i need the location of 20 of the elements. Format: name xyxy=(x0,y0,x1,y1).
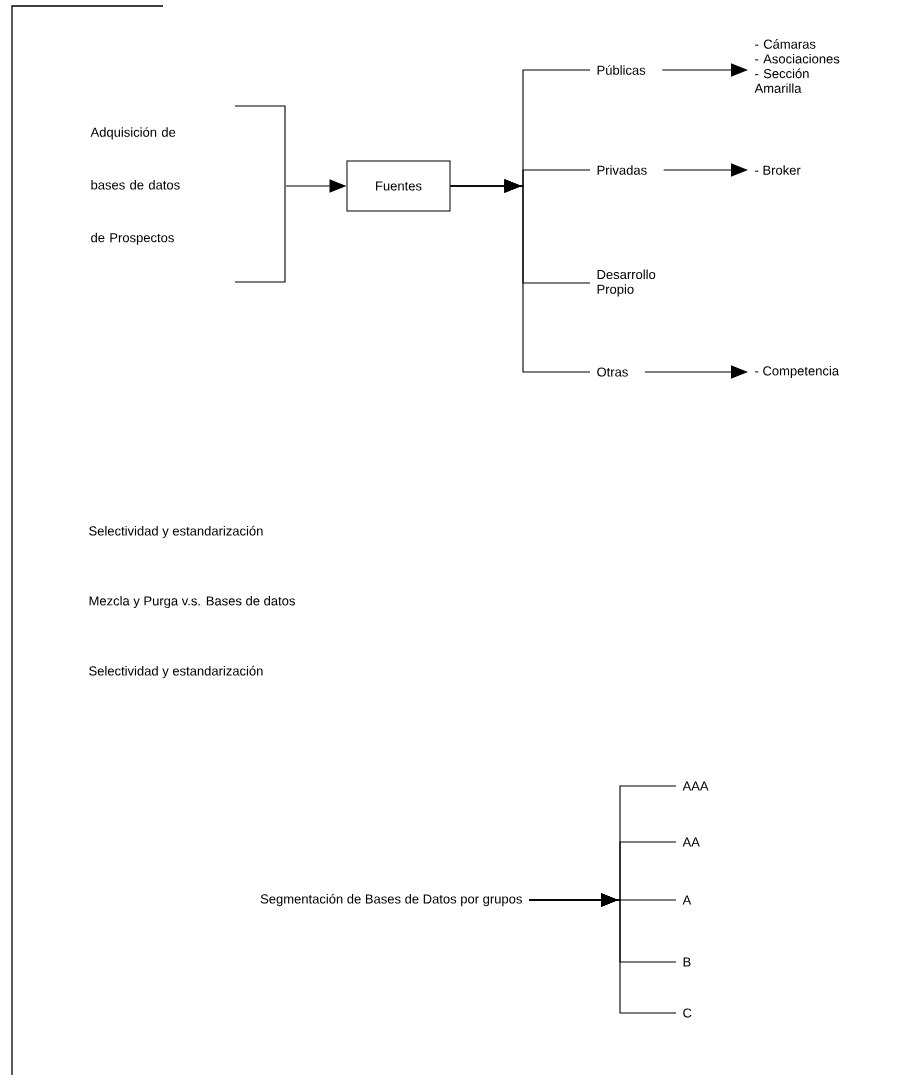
node-text: AAA xyxy=(682,781,709,791)
node-text: - Competencia xyxy=(755,365,840,379)
node-text: Otras xyxy=(597,367,628,377)
step-text: Mezcla y Purga v.s. Bases de datos xyxy=(89,595,295,609)
node-text: - Broker xyxy=(755,165,801,175)
node-text: A xyxy=(682,895,692,905)
node-text: - Cámaras - Asociaciones - Sección Amarilla xyxy=(754,39,840,93)
node-text: Desarrollo Propio xyxy=(597,269,656,297)
step-text: Selectividad y estandarización xyxy=(89,665,263,679)
branch-arrow xyxy=(528,893,677,1014)
node-text: Segmentación de Bases de Datos por grupos xyxy=(260,893,522,907)
node-text: C xyxy=(683,1008,692,1018)
node-text: AA xyxy=(682,837,700,847)
node-text: Públicas xyxy=(597,65,646,75)
node-text: Privadas xyxy=(597,165,647,175)
branch-arrow xyxy=(449,179,591,373)
step-text: Selectividad y estandarización xyxy=(89,525,263,539)
node-text: B xyxy=(683,957,691,967)
process-box: Fuentes xyxy=(346,160,451,212)
node-text: Adquisición de bases de datos de Prospectos xyxy=(90,127,180,245)
